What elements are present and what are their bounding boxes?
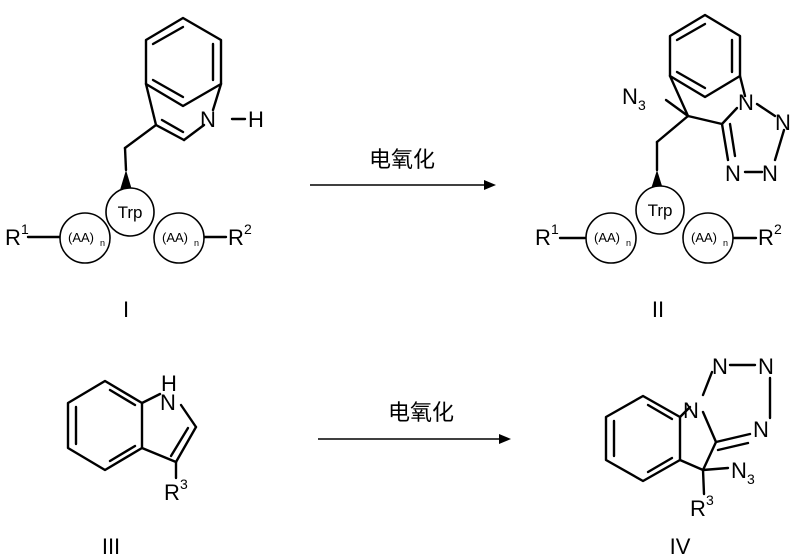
- tetrazole-n-atom: N: [758, 354, 774, 379]
- compound-IV-structure: [604, 363, 772, 496]
- r3-superscript: 3: [180, 476, 188, 492]
- condition-electrooxidation-1: 电氧化: [369, 148, 435, 173]
- aa-residue-circle: [682, 212, 734, 264]
- aa-label: (AA): [162, 230, 188, 245]
- azide-group: N: [622, 84, 638, 109]
- trp-residue-circle: [635, 185, 685, 235]
- compound-IV-label: IV: [670, 534, 691, 559]
- indole-nh-atom: N: [160, 390, 176, 415]
- aa-label: (AA): [594, 230, 620, 245]
- r2-group: R: [758, 225, 774, 250]
- r1-group: R: [535, 225, 551, 250]
- tetrazole-n-atom: N: [775, 110, 791, 135]
- azide-group: N: [731, 458, 747, 483]
- arrowhead: [484, 180, 496, 190]
- compound-II-label: II: [652, 297, 664, 322]
- r2-superscript: 2: [774, 221, 782, 237]
- aa-index: n: [100, 238, 105, 248]
- aa-residue-circle: [585, 212, 637, 264]
- aa-residue-circle: [153, 212, 205, 264]
- compound-I-structure: [26, 16, 247, 264]
- trp-label: Trp: [648, 201, 673, 220]
- tetrazole-n-atom: N: [762, 161, 778, 186]
- compound-III-structure: [66, 379, 198, 480]
- aa-index: n: [626, 238, 631, 248]
- azide-subscript: 3: [747, 471, 755, 487]
- indole-h-atom: H: [248, 107, 264, 132]
- r3-superscript: 3: [706, 492, 714, 508]
- r3-group: R: [164, 480, 180, 505]
- tetrazole-n-atom: N: [738, 90, 754, 115]
- aa-label: (AA): [691, 230, 717, 245]
- trp-residue-circle: [105, 187, 155, 237]
- tetrazole-n-atom: N: [753, 417, 769, 442]
- compound-I-label: I: [123, 297, 129, 322]
- aa-index: n: [194, 238, 199, 248]
- tetrazole-n-atom: N: [683, 398, 699, 423]
- aa-index: n: [723, 238, 728, 248]
- compound-II-structure: [558, 13, 786, 264]
- tetrazole-n-atom: N: [712, 354, 728, 379]
- condition-electrooxidation-2: 电氧化: [388, 401, 454, 426]
- aa-label: (AA): [68, 230, 94, 245]
- tetrazole-n-atom: N: [725, 161, 741, 186]
- r2-group: R: [228, 225, 244, 250]
- r1-group: R: [5, 225, 21, 250]
- trp-label: Trp: [118, 203, 143, 222]
- arrowhead: [499, 434, 511, 444]
- indole-h-atom: H: [161, 371, 177, 396]
- indole-nh-atom: N: [200, 107, 216, 132]
- aa-residue-circle: [59, 212, 111, 264]
- compound-III-label: III: [102, 534, 120, 559]
- azide-subscript: 3: [638, 97, 646, 113]
- r3-group: R: [690, 496, 706, 521]
- r2-superscript: 2: [244, 221, 252, 237]
- r1-superscript: 1: [551, 221, 559, 237]
- r1-superscript: 1: [21, 221, 29, 237]
